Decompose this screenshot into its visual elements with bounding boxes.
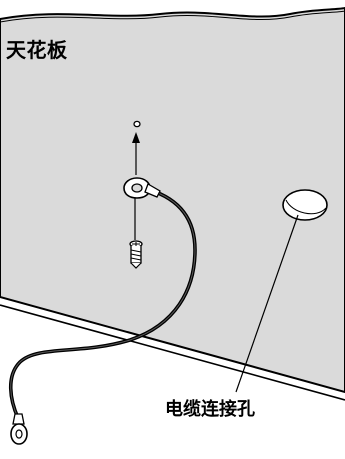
cable-hole-icon xyxy=(282,189,328,221)
cable-hole-label: 电缆连接孔 xyxy=(165,399,255,420)
cable-highlight xyxy=(10,189,196,419)
ceiling-back-edge xyxy=(0,10,345,23)
ring-terminal-end-icon xyxy=(10,413,28,445)
screw-hole-icon xyxy=(133,120,141,128)
screw-icon xyxy=(129,240,143,269)
arrow-up-icon xyxy=(132,132,140,175)
ring-terminal-icon xyxy=(123,177,161,199)
ceiling-underside-edge xyxy=(0,304,345,401)
ceiling-label: 天花板 xyxy=(6,38,68,62)
cable-hole-leader-line xyxy=(235,214,299,393)
